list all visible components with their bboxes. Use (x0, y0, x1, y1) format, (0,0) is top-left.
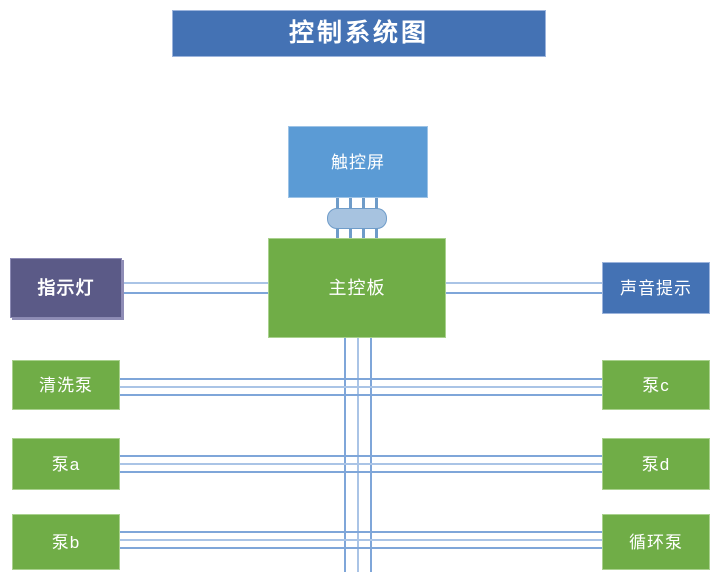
wire-indicator-main-2 (120, 292, 270, 294)
wire-row3-2 (118, 539, 604, 541)
bus-line-right (370, 337, 372, 572)
wire-row3-3 (118, 547, 604, 549)
node-pump-c-label: 泵c (642, 375, 670, 395)
node-main-control-board-label: 主控板 (328, 278, 386, 298)
node-pump-clean-label: 清洗泵 (39, 375, 93, 395)
node-indicator-light[interactable]: 指示灯 (10, 258, 122, 318)
wire-row1-1 (118, 378, 604, 380)
node-pump-circulation[interactable]: 循环泵 (602, 514, 710, 570)
node-pump-d-label: 泵d (641, 454, 671, 474)
node-pump-b[interactable]: 泵b (12, 514, 120, 570)
wire-row3-1 (118, 531, 604, 533)
node-touchscreen[interactable]: 触控屏 (288, 126, 428, 198)
page-title: 控制系统图 (288, 19, 429, 47)
node-pump-clean[interactable]: 清洗泵 (12, 360, 120, 410)
node-sound-prompt[interactable]: 声音提示 (602, 262, 710, 314)
wire-main-sound-1 (444, 282, 604, 284)
bus-line-left (344, 337, 346, 572)
node-sound-prompt-label: 声音提示 (620, 278, 692, 298)
wire-row1-3 (118, 394, 604, 396)
wire-row2-3 (118, 471, 604, 473)
node-pump-a[interactable]: 泵a (12, 438, 120, 490)
diagram-title-banner: 控制系统图 (172, 10, 546, 57)
bus-line-middle (357, 337, 359, 572)
node-pump-d[interactable]: 泵d (602, 438, 710, 490)
node-pump-circulation-label: 循环泵 (629, 532, 683, 552)
node-touchscreen-label: 触控屏 (331, 152, 385, 172)
wire-row2-1 (118, 455, 604, 457)
node-indicator-light-label: 指示灯 (37, 278, 95, 298)
wire-row2-2 (118, 463, 604, 465)
node-pump-a-label: 泵a (51, 454, 81, 474)
wire-indicator-main-1 (120, 282, 270, 284)
wire-main-sound-2 (444, 292, 604, 294)
node-main-control-board[interactable]: 主控板 (268, 238, 446, 338)
node-pump-b-label: 泵b (51, 532, 81, 552)
wire-row1-2 (118, 386, 604, 388)
node-pump-c[interactable]: 泵c (602, 360, 710, 410)
ribbon-connector-capsule (327, 208, 387, 229)
